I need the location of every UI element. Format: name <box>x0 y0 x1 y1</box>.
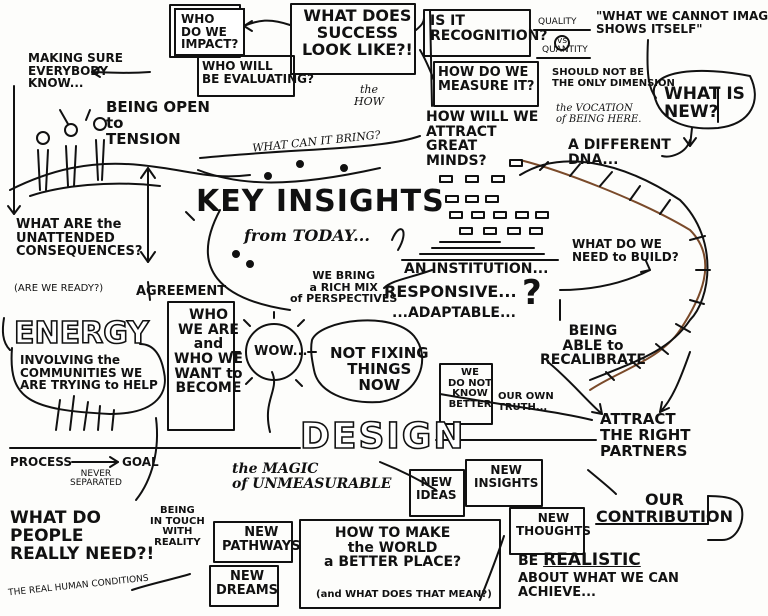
goal-label: GOAL <box>122 455 159 469</box>
what-success-box <box>290 3 416 75</box>
attract-right-partners: ATTRACT THE RIGHT PARTNERS <box>600 410 691 460</box>
wow-text: WOW... <box>254 344 308 359</box>
magic-of-unmeasurable: the MAGIC of UNMEASURABLE <box>232 461 392 492</box>
involving-communities: INVOLVING the COMMUNITIES WE ARE TRYING … <box>20 353 158 393</box>
vs-label: vs <box>557 36 568 46</box>
quantity-label: QUANTITY <box>542 45 588 55</box>
new-insights: NEW INSIGHTS <box>474 463 539 490</box>
question-mark: ? <box>522 273 542 313</box>
how-do-we-measure-it: HOW DO WE MEASURE IT? <box>438 65 535 94</box>
never-separated: NEVER SEPARATED <box>70 469 122 489</box>
new-thoughts-box <box>509 507 585 555</box>
key-insights-title: KEY INSIGHTS <box>196 184 445 219</box>
cannot-imagine-quote: "WHAT WE CANNOT IMAGINE SHOWS ITSELF" <box>596 9 768 36</box>
not-fixing-things-now: NOT FIXING THINGS NOW <box>330 344 429 394</box>
an-institution: AN INSTITUTION... <box>404 261 549 277</box>
from-today: from TODAY... <box>244 226 370 245</box>
how-to-make-world-better: HOW TO MAKE the WORLD a BETTER PLACE? <box>324 525 462 571</box>
realistic-word: REALISTIC <box>543 550 641 570</box>
be-prefix: BE <box>518 553 539 569</box>
how-to-make-box <box>299 519 501 609</box>
what-does-that-mean: (and WHAT DOES THAT MEAN?) <box>316 589 492 600</box>
who-do-we-impact-text: WHO DO WE IMPACT? <box>174 8 246 56</box>
in-touch-with-reality: BEING IN TOUCH WITH REALITY <box>150 505 205 548</box>
design-title: DESIGN <box>299 416 466 457</box>
not-only-dimension: SHOULD NOT BE THE ONLY DIMENSION <box>552 67 675 89</box>
what-does-success-look-like: WHAT DOES SUCCESS LOOK LIKE?! <box>302 6 413 59</box>
new-dreams-box <box>209 565 279 607</box>
is-it-recognition: IS IT RECOGNITION? <box>430 13 548 44</box>
our-own-truth: OUR OWN TRUTH... <box>498 391 554 413</box>
unattended-consequences: WHAT ARE the UNATTENDED CONSEQUENCES? <box>16 217 143 260</box>
a-different-dna: A DIFFERENT DNA... <box>568 137 671 168</box>
about-what-we-can-achieve: ABOUT WHAT WE CAN ACHIEVE... <box>518 571 679 600</box>
quality-label: QUALITY <box>538 17 577 27</box>
responsive: RESPONSIVE... <box>384 282 517 301</box>
what-do-we-need-to-build: WHAT DO WE NEED to BUILD? <box>572 237 679 264</box>
who-will-be-evaluating: WHO WILL BE EVALUATING? <box>202 59 314 86</box>
who-we-are-and-want-to-become: WHO WE ARE and WHO WE WANT to BECOME <box>174 307 243 397</box>
be-realistic-line: BE REALISTIC <box>518 550 641 570</box>
making-sure-everybody-know: MAKING SURE EVERYBODY KNOW... <box>28 51 123 91</box>
able-to-recalibrate: BEING ABLE to RECALIBRATE <box>540 323 646 369</box>
what-is-new: WHAT IS NEW? <box>664 84 745 122</box>
new-pathways: NEW PATHWAYS <box>222 525 301 554</box>
are-we-ready: (ARE WE READY?) <box>14 283 104 294</box>
we-do-not-know-better: WE DO NOT KNOW BETTER <box>448 367 492 410</box>
recognition-box <box>423 9 531 57</box>
rich-mix-perspectives: WE BRING a RICH MIX of PERSPECTIVES <box>290 269 398 306</box>
adaptable: ...ADAPTABLE... <box>392 305 516 321</box>
the-how: the HOW <box>354 83 384 108</box>
new-thoughts: NEW THOUGHTS <box>516 511 591 538</box>
new-pathways-box <box>213 521 293 563</box>
measure-box <box>433 61 539 107</box>
new-dreams: NEW DREAMS <box>216 569 279 598</box>
being-open-to-tension: BEING OPEN to TENSION <box>106 98 210 148</box>
what-do-people-really-need: WHAT DO PEOPLE REALLY NEED?! <box>10 508 155 564</box>
who-we-are-box <box>167 301 235 431</box>
attract-great-minds: HOW WILL WE ATTRACT GREAT MINDS? <box>426 109 539 170</box>
new-ideas-box <box>409 469 465 517</box>
our-contribution: OUR CONTRIBUTION <box>596 490 733 526</box>
process-label: PROCESS <box>10 455 72 469</box>
agreement-label: AGREEMENT <box>136 284 227 299</box>
energy-title: ENERGY <box>13 316 149 351</box>
vocation-of-being: the VOCATION of BEING HERE. <box>556 103 642 125</box>
who-evaluating-box <box>197 55 295 97</box>
new-insights-box <box>465 459 543 507</box>
new-ideas: NEW IDEAS <box>416 475 457 502</box>
